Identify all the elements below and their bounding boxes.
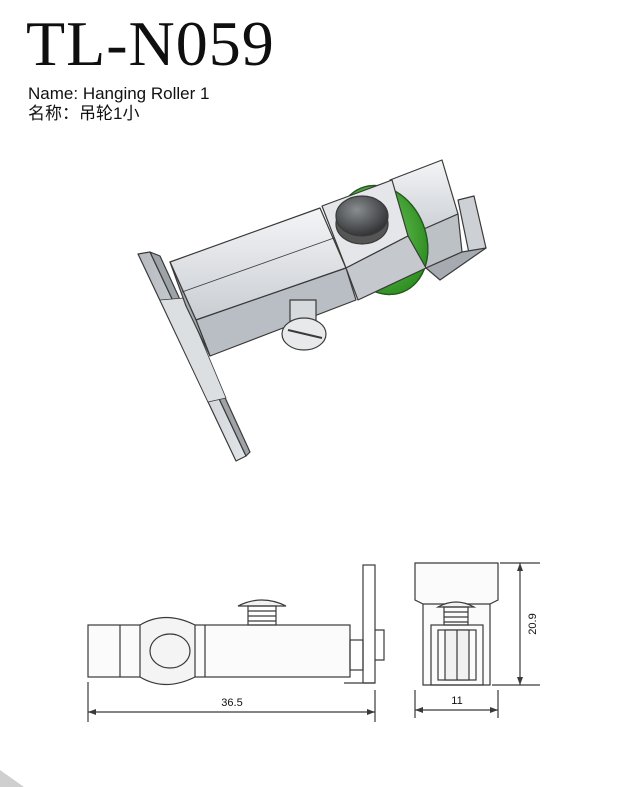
mounting-plate bbox=[137, 251, 251, 462]
end-view bbox=[414, 562, 540, 718]
cn-name-value: 吊轮1小 bbox=[79, 104, 140, 123]
height-label: 20.9 bbox=[527, 613, 539, 634]
product-name-cn-line: 名称：吊轮1小 bbox=[28, 104, 139, 124]
cn-name-label: 名称： bbox=[28, 104, 79, 123]
name-value: Hanging Roller 1 bbox=[82, 84, 210, 103]
channel-body bbox=[169, 207, 357, 357]
corner-decoration bbox=[0, 770, 24, 787]
dimension-width bbox=[414, 690, 499, 718]
dimension-length bbox=[87, 682, 376, 722]
dimension-height bbox=[492, 562, 540, 686]
isometric-view bbox=[137, 159, 487, 462]
length-label: 36.5 bbox=[221, 697, 242, 709]
side-body bbox=[87, 624, 351, 678]
axle-knob bbox=[335, 195, 389, 245]
model-code: TL-N059 bbox=[26, 8, 275, 79]
side-view bbox=[87, 564, 385, 722]
end-roller bbox=[430, 624, 484, 686]
side-end-plate bbox=[344, 564, 385, 684]
side-roller bbox=[139, 616, 196, 686]
end-screw bbox=[435, 601, 477, 626]
side-screw bbox=[237, 599, 287, 626]
side-roller-hub bbox=[149, 633, 191, 669]
product-name-line: Name: Hanging Roller 1 bbox=[28, 84, 209, 104]
set-screw bbox=[281, 299, 327, 351]
name-label: Name: bbox=[28, 84, 79, 103]
width-label: 11 bbox=[451, 695, 462, 707]
end-housing bbox=[414, 562, 499, 686]
end-block bbox=[389, 159, 487, 281]
